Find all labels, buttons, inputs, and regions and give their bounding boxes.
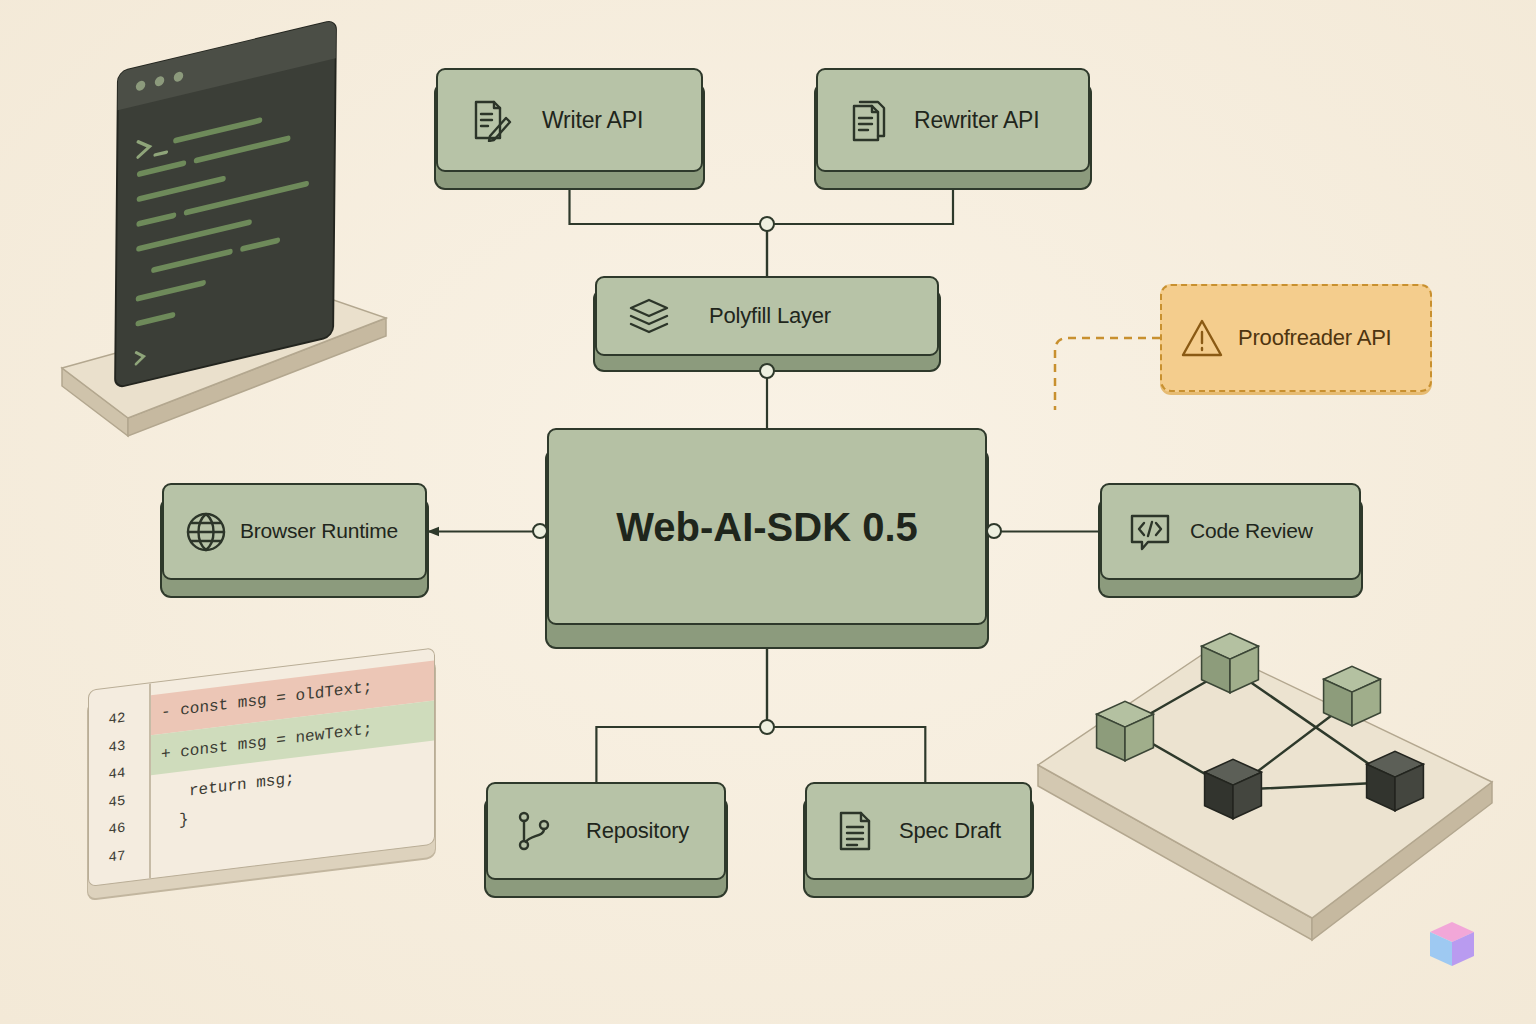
icon-stroke [854, 106, 878, 140]
box-label: Spec Draft [899, 818, 1001, 843]
doc-box: Spec Draft [805, 782, 1032, 880]
junction-dot [533, 524, 547, 538]
code-icon [1128, 510, 1172, 554]
graph-cube [1097, 701, 1154, 760]
junction-dot [760, 364, 774, 378]
review-box: Code Review [1100, 483, 1361, 580]
api-box: Rewriter API [816, 68, 1090, 172]
graph-cube [1324, 666, 1381, 725]
box-label: Writer API [542, 107, 643, 133]
core-box: Web-AI-SDK 0.5 [547, 428, 987, 625]
terminal-prompt [136, 351, 144, 364]
connector [987, 530, 1100, 532]
graph-cube [1205, 759, 1262, 818]
logo-face [1430, 932, 1452, 966]
connector [596, 647, 767, 782]
code-line: return msg; [189, 769, 295, 802]
line-number: 42 [89, 705, 145, 732]
icon-stroke [861, 813, 869, 821]
box-label: Rewriter API [914, 107, 1039, 133]
icon-stroke [841, 813, 869, 849]
connector [766, 370, 768, 428]
layers-icon [627, 294, 671, 338]
window-dot [174, 71, 184, 83]
icon-stroke [520, 813, 528, 821]
icon-stroke [631, 300, 667, 316]
box-label: Repository [586, 818, 689, 843]
connector [570, 188, 768, 276]
api-box: Writer API [436, 68, 703, 172]
icon-stroke [494, 102, 500, 108]
warn-icon [1180, 316, 1224, 360]
connector [767, 647, 925, 782]
graph-cube [1202, 633, 1259, 692]
icon-stroke [1201, 348, 1203, 350]
icon-stroke [1139, 522, 1161, 536]
box-label: Proofreader API [1238, 325, 1392, 350]
code-line: } [179, 810, 189, 831]
icon-stroke [489, 118, 510, 141]
globe-icon [184, 510, 228, 554]
terminal-prompt [138, 135, 167, 159]
terminal-titlebar [118, 20, 336, 110]
icon-stroke [540, 821, 548, 829]
icon-stroke [476, 102, 500, 138]
junction-dot [987, 524, 1001, 538]
board-top [1038, 648, 1492, 918]
icon-stroke [631, 316, 667, 324]
terminal-window [115, 20, 336, 388]
connector [767, 188, 953, 276]
diff-card: 424344454647- const msg = oldText;+ cons… [88, 647, 435, 887]
box-label: Web-AI-SDK 0.5 [616, 504, 918, 550]
icon-stroke [481, 114, 492, 126]
line-number: 47 [89, 843, 145, 870]
icon-stroke [872, 106, 878, 112]
docs-icon [848, 98, 892, 142]
box-label: Code Review [1190, 519, 1313, 543]
runtime-box: Browser Runtime [162, 483, 427, 580]
repo-box: Repository [486, 782, 726, 880]
window-dot [136, 80, 146, 92]
icon-stroke [1201, 332, 1203, 343]
docpen-icon [468, 98, 512, 142]
terminal-body [115, 20, 336, 388]
line-number: 43 [89, 733, 145, 760]
doc-icon [833, 809, 877, 853]
icon-stroke [1183, 321, 1221, 355]
line-number: 46 [89, 815, 145, 842]
junction-dot [760, 720, 774, 734]
branch-icon [512, 809, 556, 853]
junction-dot [760, 217, 774, 231]
icon-stroke [847, 827, 863, 845]
connector [427, 530, 547, 532]
line-number: 44 [89, 760, 145, 787]
icon-stroke [191, 523, 221, 541]
window-dot [155, 75, 165, 87]
gutter-rule [149, 683, 151, 878]
dashed-leader [1055, 338, 1160, 410]
layer-box: Polyfill Layer [595, 276, 939, 356]
icon-stroke [859, 118, 872, 130]
logo-face [1452, 932, 1474, 966]
line-number: 45 [89, 788, 145, 815]
warning-box: Proofreader API [1160, 284, 1432, 392]
icon-stroke [188, 514, 224, 550]
icon-stroke [631, 324, 667, 332]
code-lines [138, 109, 306, 323]
box-label: Polyfill Layer [709, 303, 831, 328]
graph-cube [1367, 751, 1424, 810]
icon-stroke [1132, 516, 1168, 549]
icon-stroke [523, 821, 525, 841]
icon-stroke [188, 530, 224, 532]
icon-stroke [526, 829, 544, 842]
box-label: Browser Runtime [240, 519, 398, 543]
